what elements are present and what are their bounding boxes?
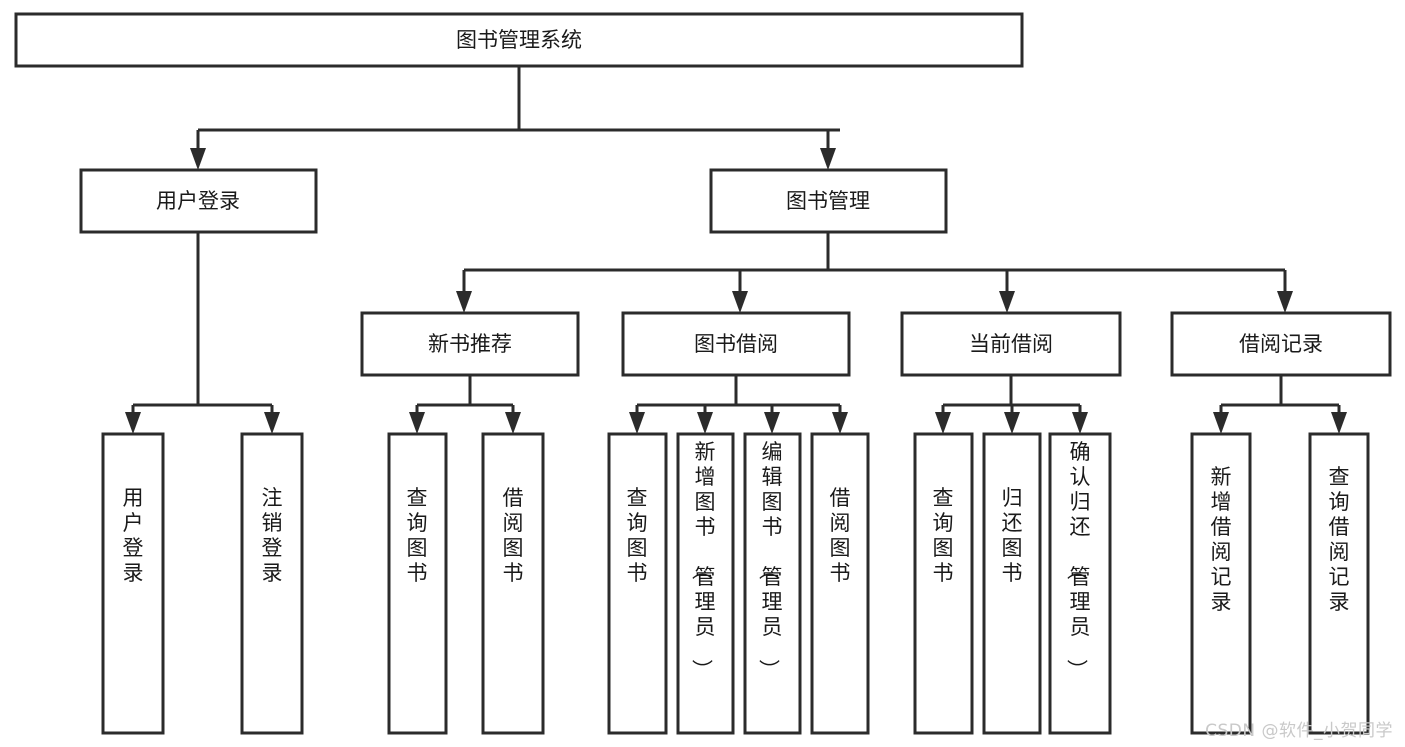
node-leaf-query-book-bb[interactable]: 查询图书 xyxy=(607,432,668,735)
node-leaf-query-book-cb-box[interactable] xyxy=(913,432,974,735)
arrowhead-to-user-login xyxy=(190,148,206,170)
node-leaf-add-borrow-record-box[interactable] xyxy=(1190,432,1252,735)
arrowhead-leaf-2 xyxy=(409,412,425,434)
node-book-borrow-label: 图书借阅 xyxy=(694,332,778,356)
node-leaf-logout-box[interactable] xyxy=(240,432,304,735)
node-root[interactable]: 图书管理系统 xyxy=(14,12,1024,68)
arrowhead-leaf-10 xyxy=(1072,412,1088,434)
node-leaf-edit-book-admin-box[interactable] xyxy=(743,432,802,735)
node-leaf-query-book-rec[interactable]: 查询图书 xyxy=(387,432,448,735)
node-leaf-add-book-admin[interactable]: 新增图书（管理员） xyxy=(676,432,735,735)
node-leaf-query-borrow-record-label: 查询借阅记录 xyxy=(1329,465,1350,614)
arrowhead-leaf-9 xyxy=(1004,412,1020,434)
arrowhead-to-new-book-rec xyxy=(456,291,472,313)
node-borrow-record-box[interactable] xyxy=(1170,311,1392,377)
node-user-login-box[interactable] xyxy=(79,168,318,234)
node-leaf-confirm-return-admin[interactable]: 确认归还（管理员） xyxy=(1048,432,1112,735)
arrowhead-leaf-6 xyxy=(764,412,780,434)
node-leaf-borrow-book-rec-label: 借阅图书 xyxy=(503,486,524,585)
node-leaf-borrow-book-bb-label: 借阅图书 xyxy=(830,486,851,585)
arrowhead-leaf-4 xyxy=(629,412,645,434)
node-leaf-borrow-book-bb-box[interactable] xyxy=(810,432,870,735)
node-leaf-logout[interactable]: 注销登录 xyxy=(240,432,304,735)
node-leaf-edit-book-admin[interactable]: 编辑图书（管理员） xyxy=(743,432,802,735)
node-leaf-return-book-label: 归还图书 xyxy=(1002,486,1023,585)
node-leaf-edit-book-admin-label: 编辑图书（管理员） xyxy=(757,440,783,680)
node-leaf-query-book-bb-box[interactable] xyxy=(607,432,668,735)
arrowhead-leaf-3 xyxy=(505,412,521,434)
arrowhead-leaf-1 xyxy=(264,412,280,434)
csdn-watermark: CSDN @软件_小贺同学 xyxy=(1205,721,1393,741)
node-root-box[interactable] xyxy=(14,12,1024,68)
arrowhead-to-current-borrow xyxy=(999,291,1015,313)
arrowhead-leaf-7 xyxy=(832,412,848,434)
arrowhead-leaf-11 xyxy=(1213,412,1229,434)
node-leaf-add-book-admin-box[interactable] xyxy=(676,432,735,735)
node-root-label: 图书管理系统 xyxy=(456,28,582,52)
node-leaf-borrow-book-bb[interactable]: 借阅图书 xyxy=(810,432,870,735)
node-leaf-confirm-return-admin-box[interactable] xyxy=(1048,432,1112,735)
node-leaf-user-login-box[interactable] xyxy=(101,432,165,735)
node-current-borrow[interactable]: 当前借阅 xyxy=(900,311,1122,377)
connector-layer xyxy=(125,66,1347,434)
arrowhead-leaf-0 xyxy=(125,412,141,434)
node-book-management[interactable]: 图书管理 xyxy=(709,168,948,234)
node-leaf-logout-label: 注销登录 xyxy=(262,486,283,585)
node-book-management-box[interactable] xyxy=(709,168,948,234)
node-new-book-recommend-label: 新书推荐 xyxy=(428,332,512,356)
node-leaf-query-book-rec-label: 查询图书 xyxy=(407,486,428,585)
node-user-login-label: 用户登录 xyxy=(156,189,240,213)
node-borrow-record-label: 借阅记录 xyxy=(1239,332,1323,356)
arrowhead-leaf-8 xyxy=(935,412,951,434)
node-borrow-record[interactable]: 借阅记录 xyxy=(1170,311,1392,377)
arrowhead-to-book-borrow xyxy=(732,291,748,313)
node-leaf-query-book-cb-label: 查询图书 xyxy=(933,486,954,585)
node-book-management-label: 图书管理 xyxy=(786,189,870,213)
node-leaf-user-login-label: 用户登录 xyxy=(123,486,144,585)
node-book-borrow-box[interactable] xyxy=(621,311,851,377)
arrowhead-leaf-12 xyxy=(1331,412,1347,434)
node-leaf-borrow-book-rec-box[interactable] xyxy=(481,432,545,735)
node-new-book-recommend-box[interactable] xyxy=(360,311,580,377)
node-leaf-query-borrow-record[interactable]: 查询借阅记录 xyxy=(1308,432,1370,735)
node-leaf-confirm-return-admin-label: 确认归还（管理员） xyxy=(1065,440,1091,680)
node-leaf-add-book-admin-label: 新增图书（管理员） xyxy=(690,440,716,680)
node-book-borrow[interactable]: 图书借阅 xyxy=(621,311,851,377)
node-current-borrow-label: 当前借阅 xyxy=(969,332,1053,356)
arrowhead-to-borrow-record xyxy=(1277,291,1293,313)
arrowhead-to-book-manage xyxy=(820,148,836,170)
node-leaf-borrow-book-rec[interactable]: 借阅图书 xyxy=(481,432,545,735)
node-leaf-query-book-rec-box[interactable] xyxy=(387,432,448,735)
node-new-book-recommend[interactable]: 新书推荐 xyxy=(360,311,580,377)
node-leaf-query-borrow-record-box[interactable] xyxy=(1308,432,1370,735)
node-user-login[interactable]: 用户登录 xyxy=(79,168,318,234)
node-leaf-query-book-cb[interactable]: 查询图书 xyxy=(913,432,974,735)
node-leaf-user-login[interactable]: 用户登录 xyxy=(101,432,165,735)
arrowhead-leaf-5 xyxy=(697,412,713,434)
node-leaf-add-borrow-record[interactable]: 新增借阅记录 xyxy=(1190,432,1252,735)
node-leaf-add-borrow-record-label: 新增借阅记录 xyxy=(1211,465,1232,614)
node-leaf-return-book[interactable]: 归还图书 xyxy=(982,432,1042,735)
node-leaf-return-book-box[interactable] xyxy=(982,432,1042,735)
node-leaf-query-book-bb-label: 查询图书 xyxy=(627,486,648,585)
node-current-borrow-box[interactable] xyxy=(900,311,1122,377)
